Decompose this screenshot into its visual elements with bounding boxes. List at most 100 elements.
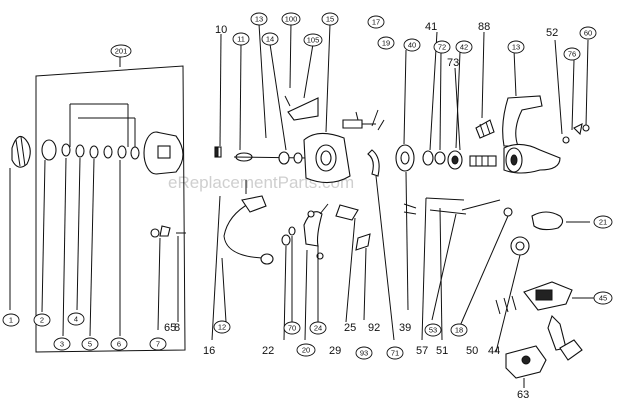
svg-text:201: 201 (115, 47, 128, 56)
svg-text:12: 12 (218, 323, 226, 332)
pinion-shaft (469, 155, 497, 167)
callout-41: 41 (425, 21, 437, 33)
callout-6: 6 (110, 337, 128, 351)
callout-22: 22 (262, 345, 274, 357)
svg-text:76: 76 (568, 50, 576, 59)
callout-70: 70 (283, 321, 301, 335)
svg-text:6: 6 (117, 340, 121, 349)
callout-105: 105 (303, 33, 323, 47)
svg-text:105: 105 (307, 36, 320, 45)
svg-text:3: 3 (60, 340, 64, 349)
callout-25: 25 (344, 322, 356, 334)
svg-text:18: 18 (455, 326, 463, 335)
callout-16: 16 (203, 345, 215, 357)
callout-17: 17 (367, 15, 385, 29)
callout-63: 63 (517, 389, 529, 401)
svg-text:40: 40 (408, 41, 416, 50)
svg-text:21: 21 (599, 218, 607, 227)
callout-44: 44 (488, 345, 500, 357)
callout-21: 21 (593, 215, 613, 229)
callout-20: 20 (296, 343, 316, 357)
bail-trip-parts (342, 109, 395, 341)
spool-clicker-parts (150, 225, 186, 331)
svg-text:15: 15 (326, 15, 334, 24)
svg-text:45: 45 (599, 294, 607, 303)
callout-93: 93 (355, 346, 373, 360)
svg-text:24: 24 (314, 324, 322, 333)
callout-3: 3 (53, 337, 71, 351)
bail-small-parts (281, 226, 296, 341)
callout-19: 19 (377, 36, 395, 50)
callout-52: 52 (546, 27, 558, 39)
svg-text:1: 1 (9, 316, 13, 325)
callout-39: 39 (399, 322, 411, 334)
svg-text:17: 17 (372, 18, 380, 27)
callout-65: 65 (164, 322, 176, 334)
callout-13: 13 (250, 12, 268, 26)
svg-text:7: 7 (156, 340, 160, 349)
bail-wire (223, 180, 274, 265)
callout-50: 50 (466, 345, 478, 357)
line-roller-parts (284, 95, 371, 323)
spool-assembly-bracket (35, 57, 186, 353)
callout-201: 201 (110, 44, 132, 58)
reel-body (502, 49, 561, 174)
coil-spring (475, 119, 495, 139)
drag-washer-stack (61, 143, 140, 337)
callout-7: 7 (149, 337, 167, 351)
svg-text:20: 20 (302, 346, 310, 355)
svg-text:13: 13 (512, 43, 520, 52)
pinion-gear (395, 144, 415, 311)
callout-88: 88 (478, 21, 490, 33)
callout-92: 92 (368, 322, 380, 334)
callout-100: 100 (281, 12, 301, 26)
anti-reverse-parts (554, 39, 590, 144)
svg-text:14: 14 (266, 35, 274, 44)
bail-arm (303, 203, 329, 341)
callout-13b: 13 (507, 40, 525, 54)
drag-knob (9, 135, 31, 310)
callout-8: 8 (174, 322, 180, 334)
svg-text:100: 100 (285, 15, 298, 24)
callout-2: 2 (33, 313, 51, 327)
spool (119, 131, 184, 336)
svg-text:4: 4 (74, 315, 78, 324)
callout-76: 76 (563, 47, 581, 61)
callout-14: 14 (261, 32, 279, 46)
callout-51: 51 (436, 345, 448, 357)
callout-40: 40 (403, 38, 421, 52)
svg-text:93: 93 (360, 349, 368, 358)
svg-text:2: 2 (40, 316, 44, 325)
svg-text:60: 60 (584, 29, 592, 38)
callout-18: 18 (450, 323, 468, 337)
svg-text:71: 71 (391, 349, 399, 358)
callout-leaders (211, 21, 485, 341)
svg-text:19: 19 (382, 39, 390, 48)
callout-29: 29 (329, 345, 341, 357)
svg-text:42: 42 (460, 43, 468, 52)
washer (41, 139, 57, 313)
rotor (303, 132, 351, 184)
svg-text:5: 5 (88, 340, 92, 349)
callout-71: 71 (386, 346, 404, 360)
callout-42: 42 (455, 40, 473, 54)
callout-45: 45 (593, 291, 613, 305)
svg-text:70: 70 (288, 324, 296, 333)
callout-15: 15 (321, 12, 339, 26)
callout-1: 1 (2, 313, 20, 327)
callout-73: 73 (447, 57, 459, 69)
main-shaft (214, 146, 309, 165)
callout-60: 60 (579, 26, 597, 40)
callout-10: 10 (215, 24, 227, 36)
callout-4: 4 (67, 312, 85, 326)
callout-24: 24 (309, 321, 327, 335)
callout-72: 72 (433, 40, 451, 54)
svg-text:53: 53 (429, 326, 437, 335)
handle-assembly (459, 207, 594, 388)
callout-53: 53 (424, 323, 442, 337)
callout-12: 12 (213, 320, 231, 334)
callout-5: 5 (81, 337, 99, 351)
callout-57: 57 (416, 345, 428, 357)
